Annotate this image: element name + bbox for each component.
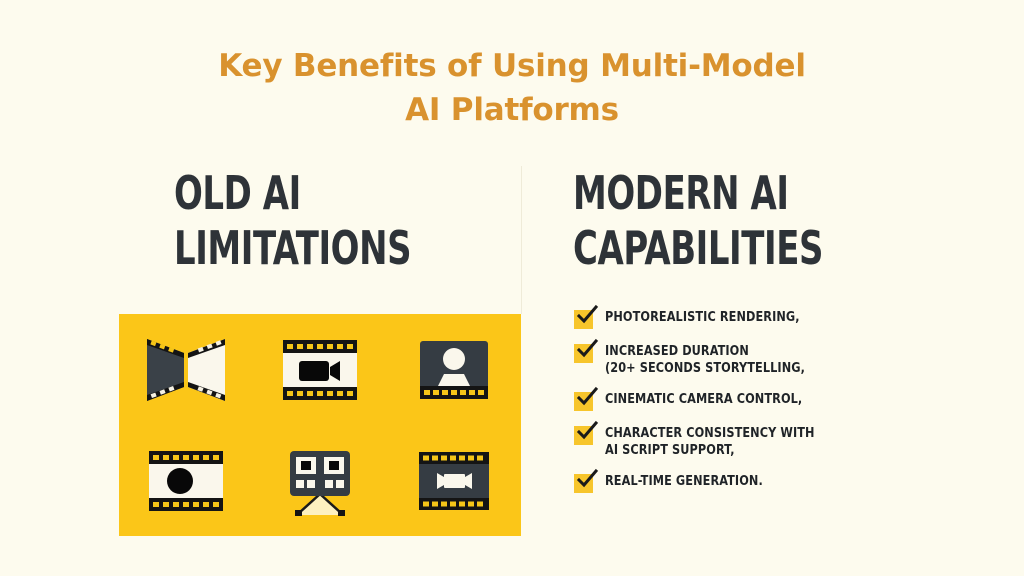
film-strip-record-dot-icon [140, 442, 232, 520]
checkmark-icon [574, 338, 599, 363]
left-heading-line-1: OLD AI [174, 166, 301, 220]
list-item-line-1: CHARACTER CONSISTENCY WITH [605, 425, 815, 441]
list-item-line-2: (20+ SECONDS STORYTELLING, [605, 360, 805, 376]
film-strip-video-camera-icon [274, 331, 366, 409]
list-item-line-1: INCREASED DURATION [605, 343, 749, 359]
checkmark-icon [574, 386, 599, 411]
list-item[interactable]: CINEMATIC CAMERA CONTROL, [574, 386, 894, 411]
page-title-line-1: Key Benefits of Using Multi-Model [218, 48, 806, 84]
checkmark-icon [574, 468, 599, 493]
left-heading-line-2: LIMITATIONS [174, 221, 412, 275]
right-heading-line-2: CAPABILITIES [573, 221, 824, 275]
page-title: Key Benefits of Using Multi-Model AI Pla… [0, 44, 1024, 132]
right-column-heading: MODERN AI CAPABILITIES [573, 166, 823, 276]
modern-ai-checklist: PHOTOREALISTIC RENDERING, INCREASED DURA… [574, 304, 894, 493]
list-item-text: REAL-TIME GENERATION. [605, 473, 763, 490]
list-item[interactable]: REAL-TIME GENERATION. [574, 468, 894, 493]
film-strip-bowtie-icon [140, 331, 232, 409]
list-item-text: INCREASED DURATION (20+ SECONDS STORYTEL… [605, 343, 805, 377]
list-item-line-1: REAL-TIME GENERATION. [605, 473, 763, 489]
right-heading-line-1: MODERN AI [573, 166, 789, 220]
film-strip-dark-camera-icon [408, 442, 500, 520]
old-ai-icon-panel [119, 314, 521, 536]
film-projector-icon [274, 442, 366, 520]
list-item-text: PHOTOREALISTIC RENDERING, [605, 309, 800, 326]
column-divider [521, 166, 522, 314]
list-item-line-1: CINEMATIC CAMERA CONTROL, [605, 391, 803, 407]
list-item-text: CHARACTER CONSISTENCY WITH AI SCRIPT SUP… [605, 425, 815, 459]
list-item[interactable]: PHOTOREALISTIC RENDERING, [574, 304, 894, 329]
list-item-line-2: AI SCRIPT SUPPORT, [605, 442, 735, 458]
list-item[interactable]: INCREASED DURATION (20+ SECONDS STORYTEL… [574, 338, 894, 377]
list-item-line-1: PHOTOREALISTIC RENDERING, [605, 309, 800, 325]
page-title-line-2: AI Platforms [405, 92, 619, 128]
film-frame-person-icon [408, 331, 500, 409]
list-item-text: CINEMATIC CAMERA CONTROL, [605, 391, 802, 408]
left-column-heading: OLD AI LIMITATIONS [174, 166, 412, 276]
checkmark-icon [574, 420, 599, 445]
list-item[interactable]: CHARACTER CONSISTENCY WITH AI SCRIPT SUP… [574, 420, 894, 459]
checkmark-icon [574, 304, 599, 329]
